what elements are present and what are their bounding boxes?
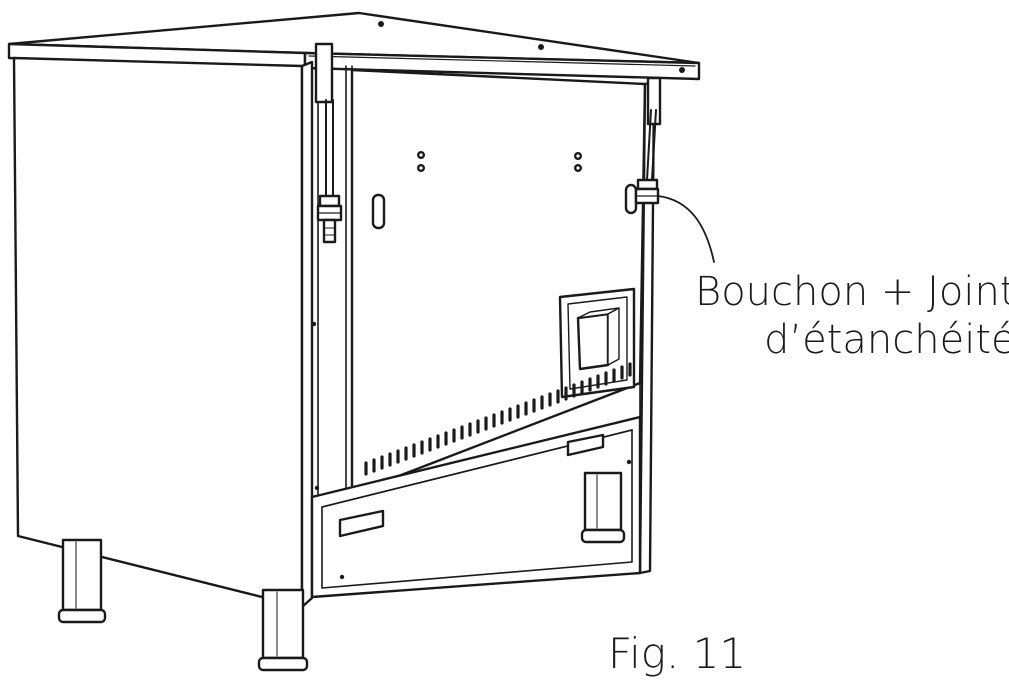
figure-caption: Fig. 11: [608, 629, 747, 678]
leader-line: [657, 195, 715, 263]
ventilation-slots: [364, 362, 632, 476]
left-water-pipe: [316, 99, 343, 244]
legs: [57, 471, 626, 672]
top-slab: [7, 11, 701, 81]
callout-label-line1: Bouchon + Joint: [695, 269, 1009, 315]
callout-label-line2: d’étanchéité: [764, 317, 1009, 363]
base-frame: [310, 415, 642, 599]
left-side-panel: [12, 56, 304, 609]
plug-and-seal-fitting: [634, 109, 660, 205]
